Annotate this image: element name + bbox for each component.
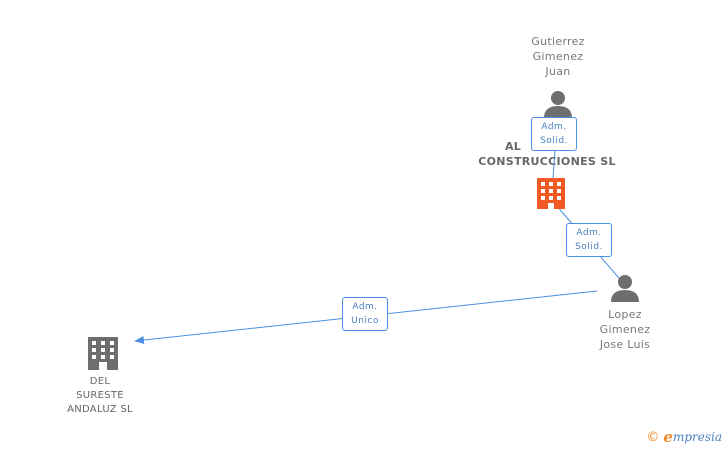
empresia-watermark: © e mpresia: [646, 428, 722, 446]
person-icon[interactable]: [544, 91, 572, 118]
name-line: ANDALUZ SL: [67, 404, 133, 415]
badge-line: Solid.: [540, 136, 568, 146]
badge-line: Solid.: [575, 242, 603, 252]
name-line: Juan: [545, 65, 571, 78]
name-line: Lopez: [608, 308, 642, 321]
building-icon[interactable]: [537, 178, 565, 209]
badge-line: Adm.: [541, 122, 567, 132]
name-line: DEL: [89, 376, 111, 387]
badge-line: Adm.: [352, 302, 378, 312]
badge-line: Unico: [351, 316, 379, 326]
name-line: SURESTE: [76, 390, 124, 401]
name-line: Gimenez: [532, 50, 584, 63]
person-icon[interactable]: [611, 275, 639, 302]
name-line: Jose Luis: [599, 338, 651, 351]
person-name-gutierrez[interactable]: Gutierrez Gimenez Juan: [508, 34, 608, 79]
relation-badge-lopez-alc[interactable]: Adm. Solid.: [566, 223, 612, 257]
company-name-alc[interactable]: AL CONSTRUCCIONES SL: [470, 139, 624, 169]
person-name-lopez[interactable]: Lopez Gimenez Jose Luis: [575, 307, 675, 352]
badge-line: Adm.: [576, 228, 602, 238]
name-line: Gutierrez: [531, 35, 585, 48]
company-name-sureste[interactable]: DEL SURESTE ANDALUZ SL: [50, 375, 150, 417]
brand-initial: e: [663, 428, 673, 446]
name-line: CONSTRUCCIONES SL: [478, 155, 616, 168]
relation-badge-gutierrez-alc[interactable]: Adm. Solid.: [531, 117, 577, 151]
brand-name: mpresia: [672, 430, 722, 444]
relation-badge-lopez-sureste[interactable]: Adm. Unico: [342, 297, 388, 331]
copyright-icon: ©: [646, 429, 660, 445]
name-line: AL: [504, 140, 522, 153]
building-icon[interactable]: [88, 337, 118, 370]
name-line: Gimenez: [599, 323, 651, 336]
